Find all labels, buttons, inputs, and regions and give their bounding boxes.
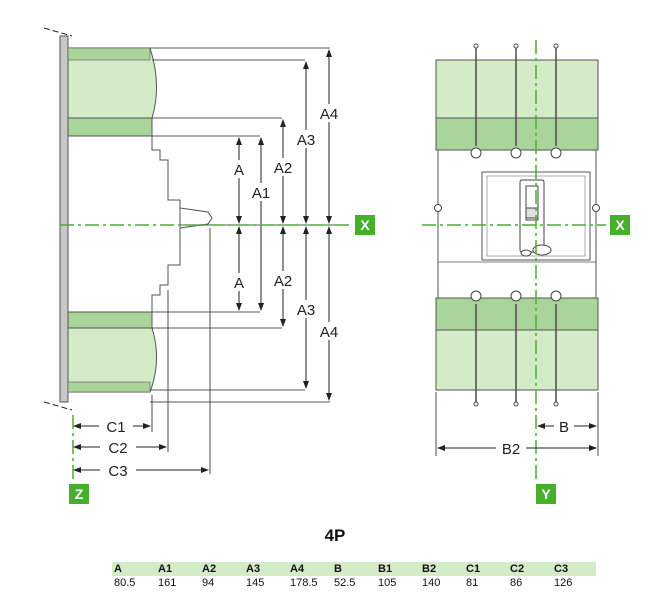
dim-C1: C1 — [106, 419, 125, 436]
top-terminal-band — [67, 117, 153, 137]
dim-B2: B2 — [502, 441, 520, 458]
table-header-cell: A1 — [156, 562, 200, 576]
table-header-row: A A1 A2 A3 A4 B B1 B2 C1 C2 C3 — [112, 562, 596, 576]
table-cell: 81 — [466, 577, 479, 589]
dimension-drawing: A A A1 A2 A2 A3 A3 A4 A4 X Z — [43, 27, 630, 504]
table-cell: 94 — [202, 577, 215, 589]
table-header-cell: C1 — [464, 562, 508, 576]
front-bottom-band — [435, 297, 599, 331]
dim-A3-lower: A3 — [297, 302, 315, 319]
table-cell: 80.5 — [114, 577, 136, 589]
dimension-table: A A1 A2 A3 A4 B B1 B2 C1 C2 C3 80.5 161 … — [112, 562, 596, 590]
dim-A2-lower: A2 — [274, 273, 292, 290]
x-axis-label-side: X — [360, 217, 370, 233]
dim-A4-lower: A4 — [320, 324, 338, 341]
z-axis-marker — [69, 484, 89, 504]
table-header-cell: A — [112, 562, 156, 576]
table-row: 80.5 161 94 145 178.5 52.5 105 140 81 86… — [112, 576, 596, 590]
dim-A-upper: A — [234, 162, 244, 179]
dim-C2: C2 — [108, 440, 127, 457]
front-bottom-shield — [435, 329, 599, 391]
dim-A2-upper: A2 — [274, 160, 292, 177]
table-header-cell: B1 — [376, 562, 420, 576]
z-axis-label: Z — [75, 486, 84, 502]
table-cell: 140 — [422, 577, 441, 589]
table-cell: 52.5 — [334, 577, 356, 589]
x-axis-marker-front — [610, 215, 630, 235]
table-cell: 126 — [554, 577, 573, 589]
table-cell: 178.5 — [290, 577, 318, 589]
table-cell: 145 — [246, 577, 265, 589]
table-header-cell: C2 — [508, 562, 552, 576]
front-top-band — [435, 117, 599, 151]
dim-A4-upper: A4 — [320, 106, 338, 123]
table-cell: 161 — [158, 577, 177, 589]
dim-A3-upper: A3 — [297, 132, 315, 149]
dim-A1: A1 — [252, 185, 270, 202]
table-header-cell: C3 — [552, 562, 596, 576]
variant-title: 4P — [324, 526, 346, 545]
y-axis-label: Y — [541, 486, 551, 502]
table-header-cell: A2 — [200, 562, 244, 576]
x-axis-marker-side — [355, 215, 375, 235]
table-header-cell: B — [332, 562, 376, 576]
dim-B: B — [559, 419, 569, 436]
terminal-bars — [475, 46, 557, 404]
table-header-cell: B2 — [420, 562, 464, 576]
terminal-screws — [434, 147, 600, 302]
table-cell: 105 — [378, 577, 397, 589]
dim-C3: C3 — [108, 463, 127, 480]
table-cell: 86 — [510, 577, 523, 589]
dim-A-lower: A — [234, 275, 244, 292]
table-header-cell: A3 — [244, 562, 288, 576]
bottom-terminal-band — [67, 311, 153, 329]
front-view: X Y B B2 — [422, 40, 630, 504]
front-top-shield — [435, 59, 599, 119]
breaker-body — [67, 135, 181, 313]
x-axis-label-front: X — [615, 217, 625, 233]
y-axis-marker — [536, 484, 556, 504]
table-header-cell: A4 — [288, 562, 332, 576]
side-view: A A A1 A2 A2 A3 A3 A4 A4 X Z — [43, 27, 375, 504]
mounting-plate — [59, 35, 69, 403]
